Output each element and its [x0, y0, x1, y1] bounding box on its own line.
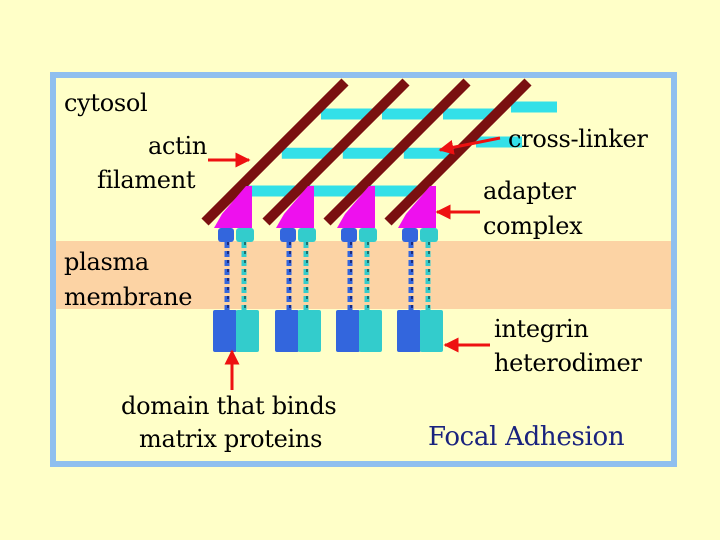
integrin-4-beta-head	[420, 228, 438, 242]
adapter-label-line1: adapter	[483, 177, 576, 205]
integrin-label-line2: heterodimer	[494, 349, 642, 377]
integrin-1-alpha-domain	[213, 310, 237, 352]
integrin-1-alpha-head	[218, 228, 234, 242]
actin-filament-4	[384, 78, 532, 226]
integrin-3-alpha-head	[341, 228, 357, 242]
integrin-4-alpha-domain	[397, 310, 421, 352]
integrin-3-alpha-domain	[336, 310, 360, 352]
membrane-label-line1: plasma	[64, 248, 149, 276]
adapter-complex-3	[337, 186, 375, 228]
integrin-2-beta-domain	[298, 310, 321, 352]
plasma-membrane-band	[56, 241, 671, 309]
integrin-label-line1: integrin	[494, 315, 589, 343]
integrin-2-alpha-head	[280, 228, 296, 242]
integrin-2-alpha-domain	[275, 310, 299, 352]
adapter-complex-2	[276, 186, 314, 228]
domain-label-line1: domain that binds	[121, 392, 337, 420]
cross-linker-label: cross-linker	[508, 125, 648, 153]
integrin-2-beta-head	[298, 228, 316, 242]
integrin-1-beta-domain	[236, 310, 259, 352]
actin-filament-group	[201, 78, 532, 226]
adapter-complex-1	[214, 186, 252, 228]
actin-label-line1: actin	[148, 132, 208, 160]
cross-linker-arrow	[438, 136, 501, 155]
actin-label-line2: filament	[97, 166, 196, 194]
adapter-complex-4	[398, 186, 436, 228]
domain-label-line2: matrix proteins	[139, 425, 323, 453]
pointer-arrows	[208, 136, 501, 390]
diagram-title: Focal Adhesion	[428, 422, 625, 452]
integrin-4-alpha-head	[402, 228, 418, 242]
adapter-label-line2: complex	[483, 212, 583, 240]
actin-filament-3	[323, 78, 471, 226]
membrane-label-line2: membrane	[64, 283, 193, 311]
integrin-group	[213, 228, 443, 352]
actin-filament-2	[262, 78, 410, 226]
adapter-complex-group	[214, 186, 436, 228]
actin-filament-1	[201, 78, 349, 226]
integrin-1-beta-head	[236, 228, 254, 242]
integrin-3-beta-domain	[359, 310, 382, 352]
integrin-3-beta-head	[359, 228, 377, 242]
integrin-4-beta-domain	[420, 310, 443, 352]
cytosol-label: cytosol	[64, 89, 148, 117]
